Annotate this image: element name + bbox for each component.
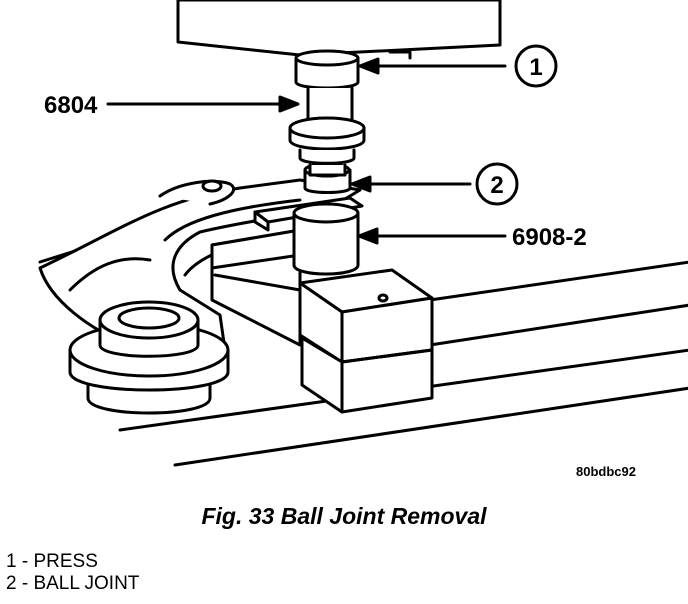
callout-1: 1 — [514, 44, 558, 88]
support-block-front — [298, 268, 434, 414]
callout-1-number: 1 — [529, 54, 542, 81]
legend: 1 - PRESS 2 - BALL JOINT — [6, 551, 139, 595]
ball-joint-removal-diagram: 1 2 6804 6908-2 80bdbc92 — [38, 0, 688, 479]
receiving-block-rear — [210, 228, 302, 347]
leader-arrows — [106, 57, 507, 245]
tool-label-6908-2: 6908-2 — [512, 224, 587, 251]
tool-label-6804: 6804 — [44, 92, 98, 119]
reference-code: 80bdbc92 — [576, 464, 636, 479]
callout-2-number: 2 — [490, 172, 503, 199]
legend-item-press: 1 - PRESS — [6, 551, 98, 572]
remover-6804 — [288, 86, 366, 177]
figure-caption: Fig. 33 Ball Joint Removal — [201, 503, 487, 529]
legend-item-ball-joint: 2 - BALL JOINT — [6, 573, 140, 594]
control-arm-bushing — [68, 300, 230, 415]
receiver-cup-6908-2 — [292, 202, 360, 276]
callout-2: 2 — [475, 162, 519, 206]
press-ram — [176, 0, 502, 90]
